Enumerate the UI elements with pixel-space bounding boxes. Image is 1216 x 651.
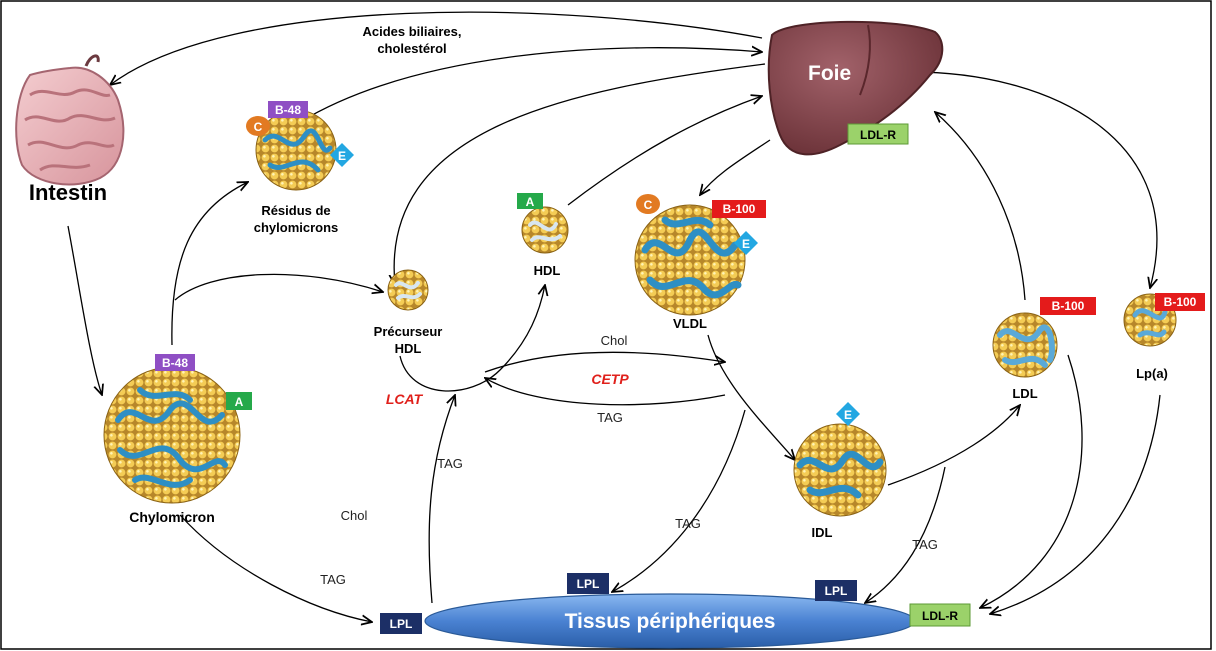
apo-b100-tag-vldl: B-100: [712, 200, 766, 218]
svg-text:LDL-R: LDL-R: [922, 609, 958, 623]
chylomicron-particle: [103, 366, 241, 504]
apo-e-tag-vldl: E: [734, 231, 758, 255]
apo-b48-tag-residues: B-48: [268, 101, 308, 118]
svg-text:A: A: [526, 195, 535, 209]
chol-label-left: Chol: [341, 508, 368, 523]
bile-acids-label-line2: cholestérol: [377, 41, 446, 56]
lcat-label: LCAT: [386, 391, 424, 407]
svg-text:LPL: LPL: [390, 617, 413, 631]
flow-arrows: [67, 11, 1161, 622]
svg-text:E: E: [742, 237, 750, 251]
apo-b48-tag-chylomicron: B-48: [155, 354, 195, 371]
residues-label-line1: Résidus de: [261, 203, 330, 218]
apo-c-tag-vldl: C: [636, 194, 660, 214]
residues-label-line2: chylomicrons: [254, 220, 339, 235]
lpl-box-middle: LPL: [567, 573, 609, 594]
tag-label-cetp: TAG: [597, 410, 623, 425]
apo-e-tag-residues: E: [330, 143, 354, 167]
svg-text:E: E: [338, 149, 346, 163]
svg-text:B-100: B-100: [723, 202, 756, 216]
hdl-particle: [521, 206, 569, 254]
ldlr-box-liver: LDL-R: [847, 123, 909, 145]
hdl-label: HDL: [534, 263, 561, 278]
ldlr-box-tissues: LDL-R: [909, 603, 971, 627]
svg-text:C: C: [644, 198, 653, 212]
peripheral-tissues: Tissus périphériques: [424, 593, 916, 649]
lpl-box-left: LPL: [380, 613, 422, 634]
svg-text:LPL: LPL: [577, 577, 600, 591]
svg-text:A: A: [235, 395, 244, 409]
intestine-label: Intestin: [29, 180, 107, 205]
svg-text:B-100: B-100: [1164, 295, 1197, 309]
precursor-label-line2: HDL: [395, 341, 422, 356]
chylomicron-label: Chylomicron: [129, 509, 215, 525]
ldl-label: LDL: [1012, 386, 1037, 401]
svg-text:LPL: LPL: [825, 584, 848, 598]
tag-label-tissues-up: TAG: [437, 456, 463, 471]
liver-icon: [767, 20, 944, 156]
svg-text:B-48: B-48: [275, 103, 301, 117]
apo-b100-tag-lpa: B-100: [1155, 293, 1205, 311]
lpa-label: Lp(a): [1136, 366, 1168, 381]
apo-b100-tag-ldl: B-100: [1040, 297, 1096, 315]
svg-text:LDL-R: LDL-R: [860, 128, 896, 142]
liver-label: Foie: [808, 62, 851, 85]
svg-text:B-48: B-48: [162, 356, 188, 370]
apo-a-tag-hdl: A: [517, 193, 543, 209]
vldl-particle: [634, 204, 746, 316]
svg-text:E: E: [844, 408, 852, 422]
vldl-label: VLDL: [673, 316, 707, 331]
idl-particle: [793, 423, 887, 517]
svg-text:B-100: B-100: [1052, 299, 1085, 313]
tissues-label: Tissus périphériques: [565, 610, 776, 633]
bile-acids-label-line1: Acides biliaires,: [363, 24, 462, 39]
lpl-box-right: LPL: [815, 580, 857, 601]
idl-label: IDL: [812, 525, 833, 540]
apo-c-tag-residues: C: [246, 116, 270, 136]
apo-e-tag-idl: E: [836, 402, 860, 426]
precursor-label-line1: Précurseur: [374, 324, 443, 339]
ldl-particle: [992, 312, 1058, 378]
tag-label-idl: TAG: [912, 537, 938, 552]
chol-label-cetp: Chol: [601, 333, 628, 348]
tag-label-chylomicron: TAG: [320, 572, 346, 587]
apo-a-tag-chylomicron: A: [226, 392, 252, 410]
precursor-hdl-particle: [387, 269, 429, 311]
tag-label-vldl: TAG: [675, 516, 701, 531]
cetp-label: CETP: [591, 371, 629, 387]
svg-text:C: C: [254, 120, 263, 134]
intestine-icon: [15, 54, 125, 186]
chylomicron-residue-particle: [255, 109, 337, 191]
